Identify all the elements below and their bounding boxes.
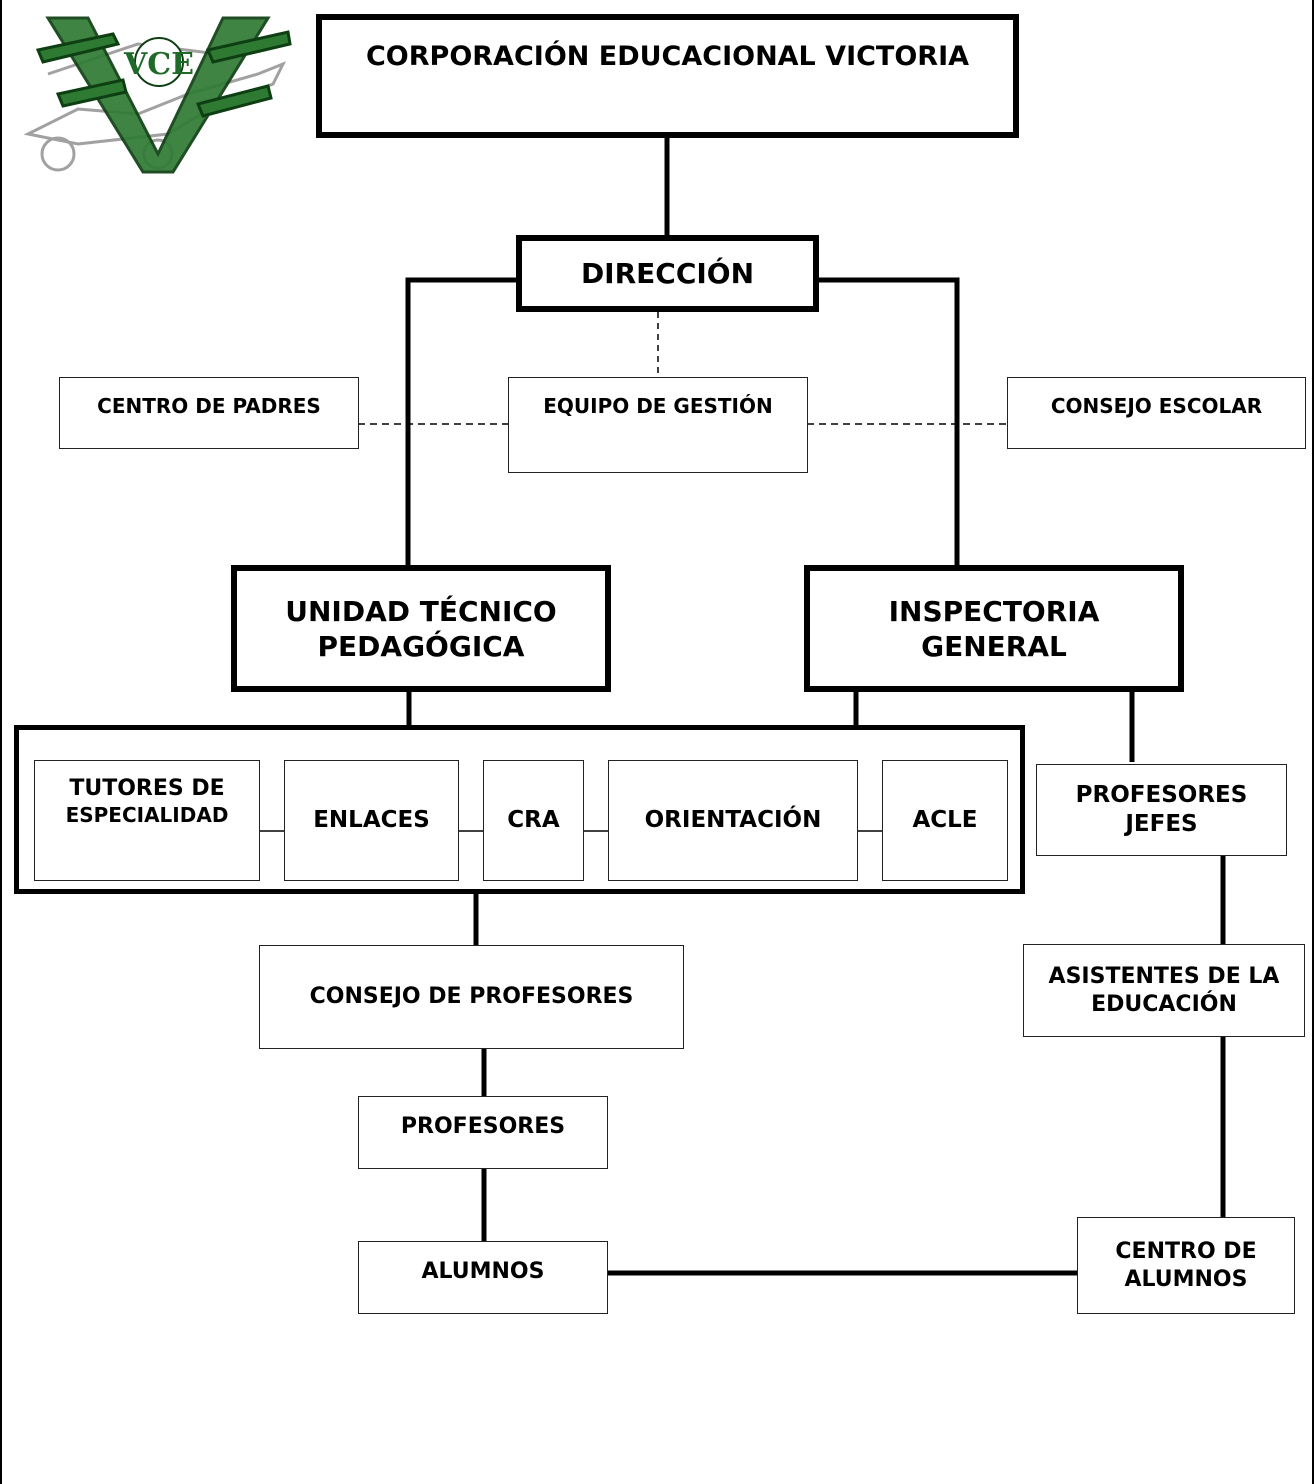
vce-logo: VCE: [23, 16, 292, 174]
node-tutores-label-line1: TUTORES DE: [69, 776, 225, 801]
node-utp-label-line1: UNIDAD TÉCNICO: [285, 594, 557, 628]
frame-left-border: [0, 0, 2, 1484]
node-acle-label: ACLE: [912, 807, 978, 834]
node-profesores-label: PROFESORES: [400, 1114, 566, 1139]
node-profesores-jefes-label-line1: PROFESORES: [1075, 782, 1248, 809]
line-direccion-utp: [405, 277, 516, 567]
node-enlaces: ENLACES: [284, 760, 459, 881]
node-direccion-label: DIRECCIÓN: [580, 257, 755, 290]
node-profesores: PROFESORES: [358, 1096, 608, 1169]
node-centro-alumnos-label-line2: ALUMNOS: [1124, 1266, 1248, 1292]
node-inspectoria: INSPECTORIA GENERAL: [804, 565, 1184, 692]
node-equipo-gestion: EQUIPO DE GESTIÓN: [508, 377, 808, 473]
node-centro-padres: CENTRO DE PADRES: [59, 377, 359, 449]
node-profesores-jefes-label-line2: JEFES: [1125, 811, 1198, 837]
node-centro-alumnos-label-line1: CENTRO DE: [1115, 1239, 1257, 1264]
node-centro-alumnos: CENTRO DE ALUMNOS: [1077, 1217, 1295, 1314]
node-acle: ACLE: [882, 760, 1008, 881]
node-centro-padres-label: CENTRO DE PADRES: [97, 394, 321, 418]
node-utp: UNIDAD TÉCNICO PEDAGÓGICA: [231, 565, 611, 692]
node-orientacion: ORIENTACIÓN: [608, 760, 858, 881]
node-alumnos: ALUMNOS: [358, 1241, 608, 1314]
node-inspectoria-label-line1: INSPECTORIA: [888, 594, 1100, 628]
frame-right-border: [1312, 0, 1314, 1484]
node-orientacion-label: ORIENTACIÓN: [644, 807, 822, 834]
line-direccion-inspectoria: [818, 277, 960, 567]
node-consejo-profesores-label: CONSEJO DE PROFESORES: [309, 984, 634, 1010]
node-cra-label: CRA: [507, 807, 560, 834]
node-tutores-label-line2: ESPECIALIDAD: [65, 802, 229, 827]
logo-letters: VCE: [123, 47, 194, 82]
node-utp-label-line2: PEDAGÓGICA: [317, 629, 525, 663]
node-asistentes-label-line1: ASISTENTES DE LA: [1048, 964, 1280, 989]
node-alumnos-label: ALUMNOS: [421, 1259, 545, 1284]
node-consejo-profesores: CONSEJO DE PROFESORES: [259, 945, 684, 1049]
node-equipo-gestion-label: EQUIPO DE GESTIÓN: [543, 394, 773, 418]
node-tutores: TUTORES DE ESPECIALIDAD: [34, 760, 260, 881]
node-consejo-escolar: CONSEJO ESCOLAR: [1007, 377, 1306, 449]
node-asistentes-label-line2: EDUCACIÓN: [1091, 991, 1237, 1017]
node-profesores-jefes: PROFESORES JEFES: [1036, 764, 1287, 856]
node-corporacion-label: CORPORACIÓN EDUCACIONAL VICTORIA: [365, 41, 970, 72]
node-asistentes: ASISTENTES DE LA EDUCACIÓN: [1023, 944, 1305, 1037]
node-inspectoria-label-line2: GENERAL: [921, 629, 1067, 663]
node-corporacion: CORPORACIÓN EDUCACIONAL VICTORIA: [316, 14, 1019, 138]
units-group-frame: [14, 725, 1025, 894]
node-cra: CRA: [483, 760, 584, 881]
node-enlaces-label: ENLACES: [313, 807, 430, 834]
node-direccion: DIRECCIÓN: [516, 235, 819, 312]
node-consejo-escolar-label: CONSEJO ESCOLAR: [1050, 394, 1263, 418]
